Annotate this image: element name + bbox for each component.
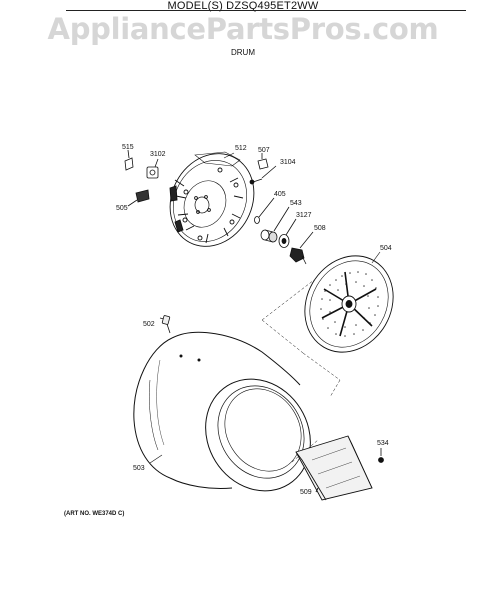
part-507-nut[interactable] <box>257 153 269 170</box>
label-502: 502 <box>143 321 155 328</box>
top-rule <box>66 10 466 11</box>
part-505-clip[interactable] <box>127 189 150 207</box>
part-515-bracket[interactable] <box>124 149 134 171</box>
part-3127-washer[interactable] <box>278 218 297 248</box>
model-title: MODEL(S) DZSQ495ET2WW <box>167 0 319 12</box>
leader-512 <box>223 152 235 159</box>
label-3102: 3102 <box>150 151 166 158</box>
label-3104: 3104 <box>280 159 296 166</box>
part-509-baffle[interactable] <box>295 435 373 501</box>
part-508-shaft[interactable] <box>289 231 314 265</box>
label-543: 543 <box>290 200 302 207</box>
part-504-drum-back[interactable] <box>288 240 411 369</box>
label-405: 405 <box>274 191 286 198</box>
label-3127: 3127 <box>296 212 312 219</box>
part-503-drum[interactable] <box>133 331 331 510</box>
label-534: 534 <box>377 440 389 447</box>
watermark: AppliancePartsPros.com <box>47 12 439 46</box>
part-3104-screw[interactable] <box>249 165 277 185</box>
label-507: 507 <box>258 147 270 154</box>
part-405-washer[interactable] <box>254 197 275 224</box>
part-543-bearing[interactable] <box>260 206 290 243</box>
label-509: 509 <box>300 489 312 496</box>
perforation-dots <box>320 271 379 337</box>
label-515: 515 <box>122 144 134 151</box>
part-3102[interactable] <box>146 158 159 179</box>
art-number: (ART NO. WE374D C) <box>64 511 125 517</box>
part-502-screw[interactable] <box>159 315 171 334</box>
label-508: 508 <box>314 225 326 232</box>
label-512: 512 <box>235 145 247 152</box>
label-503: 503 <box>133 465 145 472</box>
rear-bulkhead[interactable] <box>154 139 270 261</box>
label-505: 505 <box>116 205 128 212</box>
section-title: DRUM <box>231 48 255 57</box>
part-534-screw[interactable] <box>378 448 384 463</box>
label-504: 504 <box>380 245 392 252</box>
